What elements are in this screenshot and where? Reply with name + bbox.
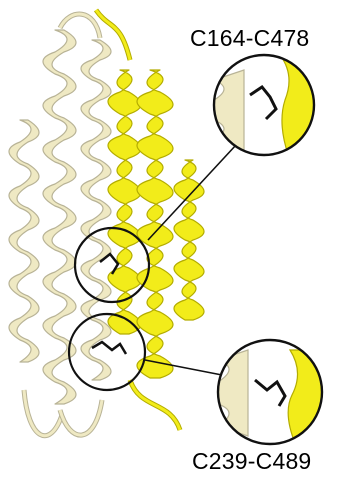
yellow-chain <box>96 10 204 430</box>
disulfide-mid-bottom <box>92 342 126 354</box>
zoom-inset-top <box>204 55 320 160</box>
disulfide-label-bottom: C239-C489 <box>192 448 311 475</box>
pale-chain <box>9 14 111 436</box>
zoom-inset-bottom <box>207 340 328 450</box>
disulfide-label-top: C164-C478 <box>190 25 309 52</box>
